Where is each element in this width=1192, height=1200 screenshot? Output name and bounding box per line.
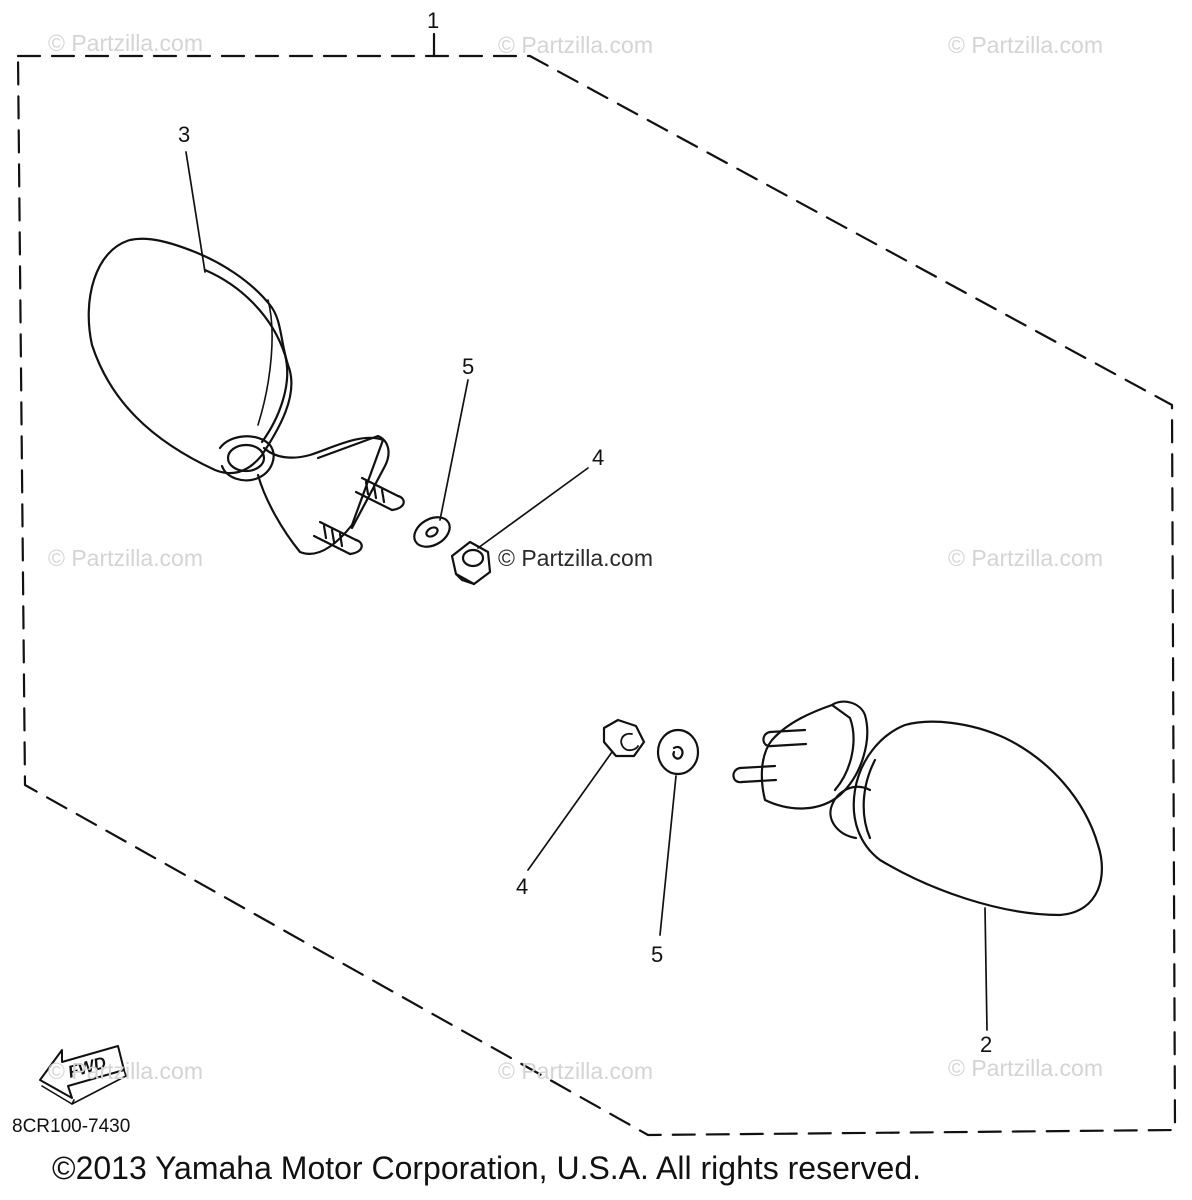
watermark: © Partzilla.com [948,32,1103,58]
mirror-right-rim [862,758,877,840]
watermark: © Partzilla.com [48,1058,203,1084]
nut-upper-part [450,540,492,586]
mirror-left-neck [218,435,275,482]
callout-assembly: 1 [427,8,439,33]
mirror-right-head [852,720,1103,917]
mirror-right-studs [732,728,808,784]
callout-washer-upper: 5 [462,354,474,379]
watermark: © Partzilla.com [498,32,653,58]
callout-mirror-right: 2 [980,1032,992,1057]
mirror-left-stem [256,436,385,555]
nut-lower-part [602,718,646,758]
leader-line-4-lower [527,751,613,871]
callout-nut-upper: 4 [592,445,604,470]
mirror-right-part [732,700,1103,917]
mirror-right-stem [760,700,869,810]
leader-line-2 [984,907,988,1031]
mirror-left-part [87,237,405,556]
copyright-notice: ©2013 Yamaha Motor Corporation, U.S.A. A… [52,1150,922,1186]
callout-washer-lower: 5 [651,942,663,967]
diagram-code: 8CR100-7430 [12,1116,131,1137]
leader-line-3 [185,151,206,273]
washer-upper-part [413,516,451,548]
mirror-right-neck [829,785,872,840]
mirror-left-head [87,237,293,475]
callout-mirror-left: 3 [178,122,190,147]
mirror-left-rim [203,268,289,444]
assembly-boundary [16,54,1177,1137]
leader-line-5-lower [659,775,677,936]
watermark: © Partzilla.com [948,1055,1103,1081]
leader-line-4-upper [477,467,589,549]
mirror-left-base [316,434,390,530]
watermark: © Partzilla.com [498,545,653,571]
watermark: © Partzilla.com [498,1058,653,1084]
watermark: © Partzilla.com [48,545,203,571]
fwd-arrow-icon [39,1045,127,1105]
callout-nut-lower: 4 [516,874,528,899]
washer-lower-part [656,728,700,776]
watermark: © Partzilla.com [948,545,1103,571]
leader-line-5-upper [439,379,469,521]
mirror-left-studs [312,476,405,556]
watermark: © Partzilla.com [48,30,203,56]
